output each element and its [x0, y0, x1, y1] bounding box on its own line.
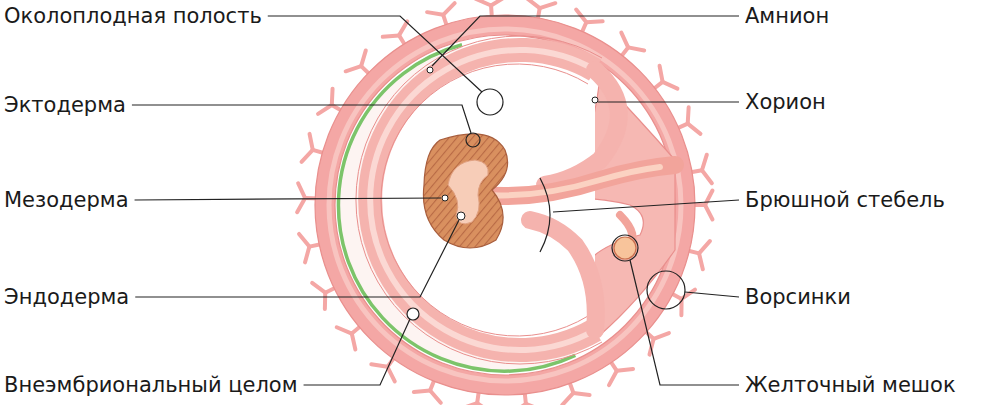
callout-dot — [457, 212, 465, 220]
villus — [462, 403, 477, 405]
villus — [573, 393, 589, 395]
leader-line — [685, 292, 739, 297]
villus — [297, 198, 305, 212]
villus — [540, 3, 556, 8]
leader-line — [598, 101, 739, 102]
leader-line — [135, 198, 441, 200]
villus — [476, 0, 491, 5]
villus — [387, 367, 394, 382]
villus — [562, 393, 573, 405]
villus — [427, 12, 443, 15]
villus — [312, 283, 325, 293]
leader-line — [268, 16, 482, 92]
villus — [305, 247, 309, 263]
villus — [663, 82, 678, 89]
part-label: Брюшной стебель — [745, 187, 945, 213]
villus — [302, 150, 313, 162]
villus — [399, 21, 407, 35]
part-label: Внеэмбриональный целом — [4, 372, 298, 398]
villus — [686, 107, 691, 123]
chorion-band — [329, 29, 681, 381]
villus — [628, 47, 644, 50]
villus — [318, 105, 332, 114]
villus — [298, 183, 305, 198]
leader-line — [135, 220, 459, 297]
villus — [660, 66, 663, 82]
villus — [688, 124, 701, 134]
embryonic-disc — [423, 134, 507, 248]
part-label: Мезодерма — [4, 187, 129, 213]
villus — [527, 0, 540, 8]
part-label: Эндодерма — [4, 284, 129, 310]
villus — [414, 390, 430, 392]
part-label: Желточный мешок — [745, 372, 956, 398]
villus — [443, 3, 454, 15]
leader-line — [630, 260, 739, 385]
villus — [477, 403, 490, 405]
villus — [654, 333, 669, 339]
amnion-edge — [356, 36, 602, 364]
villus — [705, 190, 712, 205]
callout-dot — [427, 67, 433, 73]
germ-layer — [448, 160, 488, 224]
part-label: Амнион — [745, 3, 829, 29]
villus — [705, 205, 712, 220]
part-label: Околоплодная полость — [4, 3, 262, 29]
villus — [371, 364, 387, 366]
yolk-sac — [614, 237, 636, 259]
leader-line — [553, 200, 739, 212]
callout-dot — [442, 195, 448, 201]
allantois — [485, 167, 660, 195]
body-stalk — [480, 165, 675, 196]
leader-line — [132, 105, 471, 133]
amnion-fold — [530, 220, 596, 330]
villus — [337, 327, 352, 333]
chorion-ring — [325, 25, 685, 385]
villus — [323, 293, 327, 309]
callout-bracket — [540, 178, 550, 252]
chorion-inner — [335, 35, 675, 375]
villus — [491, 0, 505, 5]
villus — [609, 371, 617, 385]
part-label: Хорион — [745, 89, 826, 115]
leader-line — [304, 319, 410, 385]
villus — [361, 50, 366, 66]
amnion-band — [370, 50, 595, 350]
part-label: Эктодерма — [4, 92, 126, 118]
villus — [617, 369, 633, 371]
villus — [702, 170, 712, 183]
villus — [346, 66, 361, 71]
villus — [430, 390, 441, 402]
callout-circle — [407, 308, 419, 320]
villus — [702, 155, 707, 171]
amnion-fold — [545, 70, 619, 185]
villus — [512, 404, 526, 405]
callout-dot — [592, 97, 598, 103]
villus — [526, 404, 541, 405]
villus — [699, 241, 710, 253]
callout-circle — [477, 89, 503, 115]
chorion-outline — [315, 15, 695, 395]
amnion-inner-band — [370, 50, 595, 350]
callout-circle — [647, 271, 685, 309]
leader-line — [432, 16, 739, 66]
villus — [586, 19, 602, 24]
villus — [299, 234, 309, 247]
villus — [699, 253, 703, 269]
part-label: Ворсинки — [745, 284, 851, 310]
villus — [330, 89, 335, 105]
villus — [352, 334, 356, 350]
callout-circle — [466, 133, 480, 147]
villus — [310, 134, 313, 150]
villus — [621, 33, 628, 48]
villus — [383, 35, 399, 36]
callout-circle — [612, 235, 638, 261]
